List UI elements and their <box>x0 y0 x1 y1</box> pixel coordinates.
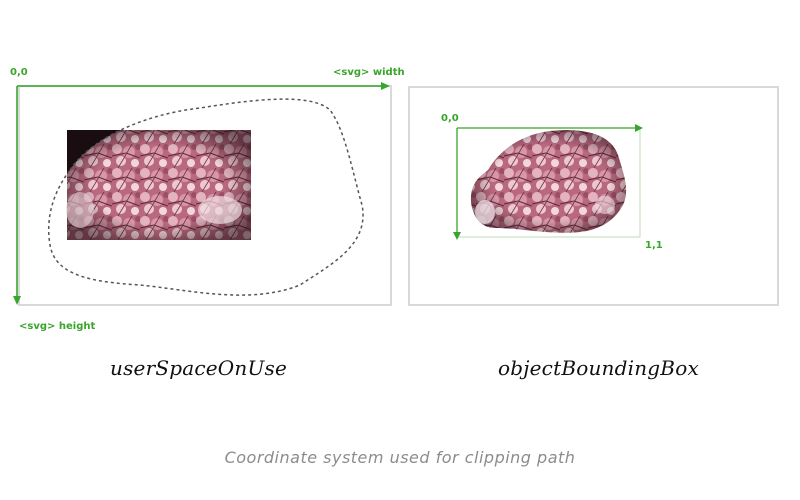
svg-width-label: <svg> width <box>333 67 405 78</box>
origin-label-left: 0,0 <box>10 67 28 78</box>
figure-caption: Coordinate system used for clipping path <box>224 448 576 467</box>
user-space-caption: userSpaceOnUse <box>110 356 288 380</box>
bounding-box-panel <box>408 86 779 306</box>
origin-label-right: 0,0 <box>441 113 459 124</box>
user-space-panel <box>18 85 392 306</box>
unit-corner-label: 1,1 <box>645 240 663 251</box>
bounding-box-caption: objectBoundingBox <box>498 356 699 380</box>
svg-height-label: <svg> height <box>19 321 96 332</box>
